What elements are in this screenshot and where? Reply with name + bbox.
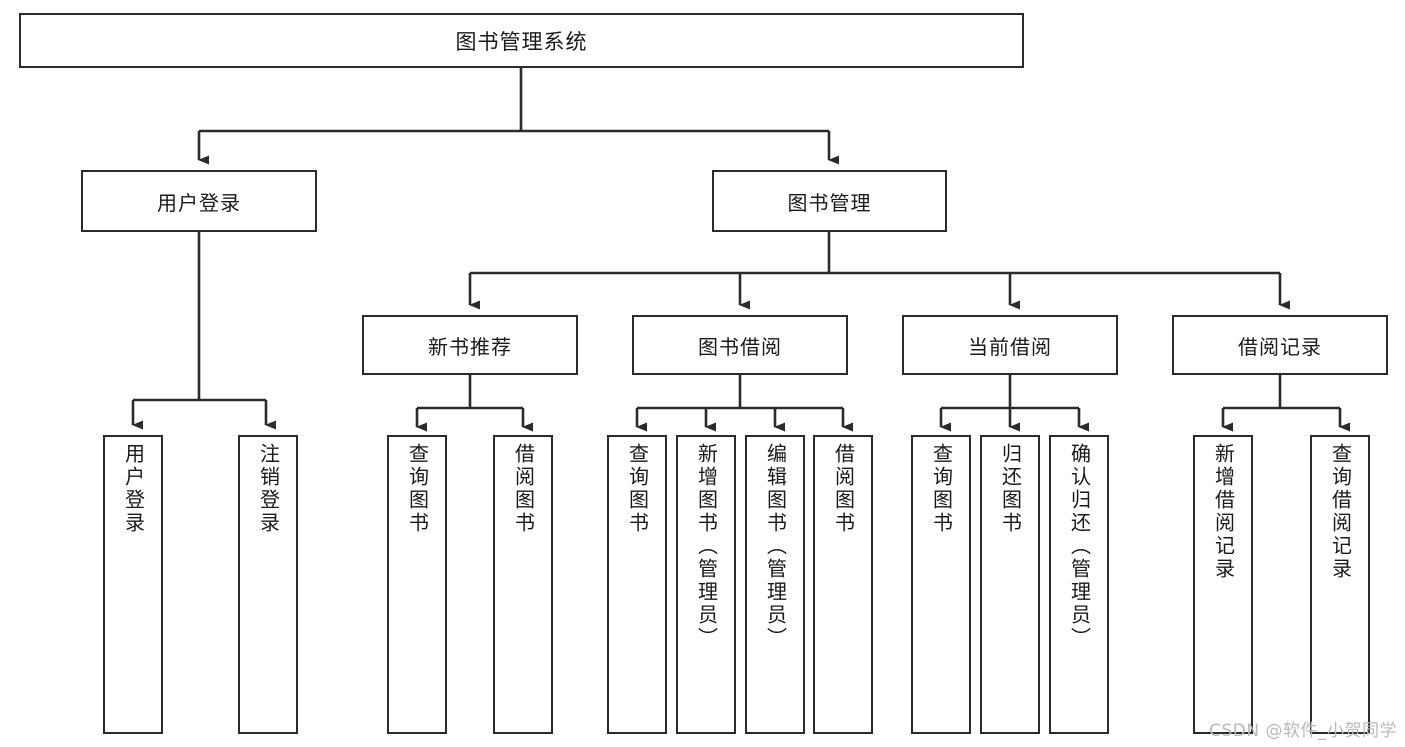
node-label: 借阅图书 bbox=[831, 443, 856, 535]
node-label: 图书管理 bbox=[787, 190, 872, 215]
leaf-user-login-signin[interactable]: 用户登录 bbox=[103, 435, 163, 734]
node-label: 查询借阅记录 bbox=[1328, 443, 1353, 581]
leaf-book-borrow-edit[interactable]: 编辑图书（管理员） bbox=[745, 435, 805, 734]
node-label: 图书借阅 bbox=[698, 334, 782, 359]
leaf-new-book-query[interactable]: 查询图书 bbox=[387, 435, 447, 734]
node-label: 新增图书（管理员） bbox=[694, 443, 719, 650]
node-label: 查询图书 bbox=[625, 443, 650, 535]
node-user-login[interactable]: 用户登录 bbox=[81, 170, 317, 232]
node-label: 新增借阅记录 bbox=[1211, 443, 1236, 581]
node-label: 确认归还（管理员） bbox=[1067, 443, 1092, 650]
node-label: 查询图书 bbox=[405, 443, 430, 535]
leaf-new-book-borrow[interactable]: 借阅图书 bbox=[493, 435, 553, 734]
node-label: 归还图书 bbox=[998, 443, 1023, 535]
leaf-user-login-signout[interactable]: 注销登录 bbox=[238, 435, 298, 734]
node-new-book-recommend[interactable]: 新书推荐 bbox=[362, 315, 578, 375]
node-label: 编辑图书（管理员） bbox=[763, 443, 788, 650]
node-borrow-record[interactable]: 借阅记录 bbox=[1172, 315, 1388, 375]
leaf-book-borrow-add[interactable]: 新增图书（管理员） bbox=[676, 435, 736, 734]
node-label: 借阅图书 bbox=[511, 443, 536, 535]
csdn-watermark: CSDN @软件_小贺同学 bbox=[1209, 721, 1397, 741]
node-label: 用户登录 bbox=[157, 190, 241, 215]
leaf-borrow-record-add[interactable]: 新增借阅记录 bbox=[1193, 435, 1253, 734]
node-label: 图书管理系统 bbox=[455, 29, 588, 54]
leaf-current-borrow-return[interactable]: 归还图书 bbox=[980, 435, 1040, 734]
node-label: 借阅记录 bbox=[1238, 334, 1322, 359]
leaf-current-borrow-confirm-return[interactable]: 确认归还（管理员） bbox=[1049, 435, 1109, 734]
node-label: 当前借阅 bbox=[968, 334, 1052, 359]
leaf-borrow-record-query[interactable]: 查询借阅记录 bbox=[1310, 435, 1370, 734]
node-book-borrow[interactable]: 图书借阅 bbox=[632, 315, 848, 375]
node-root-system[interactable]: 图书管理系统 bbox=[19, 13, 1024, 68]
node-label: 查询图书 bbox=[929, 443, 954, 535]
node-book-management[interactable]: 图书管理 bbox=[712, 170, 947, 232]
node-label: 用户登录 bbox=[121, 443, 146, 535]
leaf-book-borrow-borrow[interactable]: 借阅图书 bbox=[813, 435, 873, 734]
node-label: 注销登录 bbox=[256, 443, 281, 535]
leaf-book-borrow-query[interactable]: 查询图书 bbox=[607, 435, 667, 734]
node-label: 新书推荐 bbox=[428, 334, 512, 359]
node-current-borrow[interactable]: 当前借阅 bbox=[902, 315, 1118, 375]
leaf-current-borrow-query[interactable]: 查询图书 bbox=[911, 435, 971, 734]
